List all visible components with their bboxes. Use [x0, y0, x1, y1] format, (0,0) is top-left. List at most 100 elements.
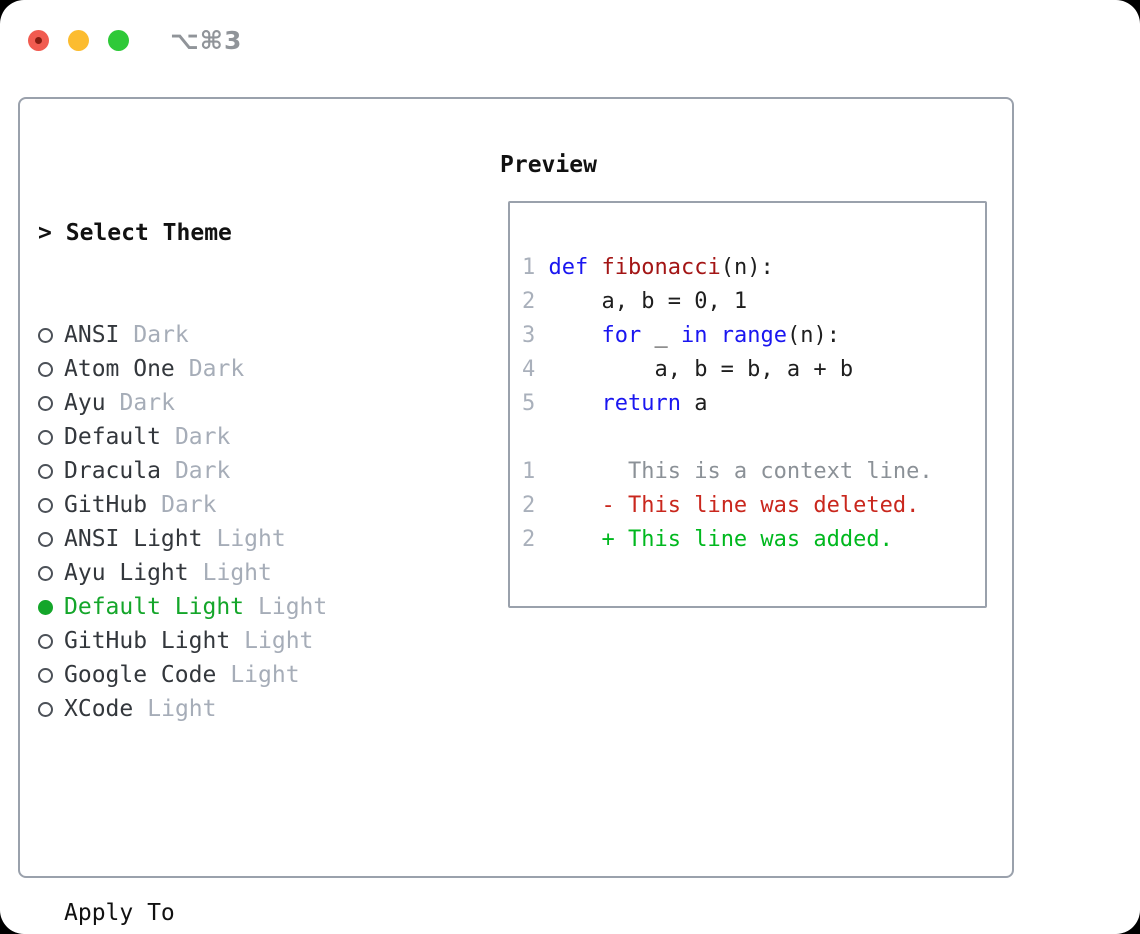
code-line: [522, 421, 933, 455]
theme-name: Ayu Light: [64, 560, 189, 586]
theme-name: Default Light: [64, 594, 245, 620]
theme-option-atom-one[interactable]: Atom One Dark: [38, 352, 426, 386]
radio-icon: [38, 701, 53, 717]
radio-icon: [38, 531, 53, 547]
theme-variant: Light: [244, 628, 314, 654]
theme-name: Dracula: [64, 458, 161, 484]
code-line: 1 This is a context line.: [522, 455, 933, 489]
minimize-button[interactable]: [68, 30, 89, 51]
code-token: + This line was added.: [601, 527, 893, 552]
code-token: [549, 323, 602, 348]
theme-option-xcode[interactable]: XCode Light: [38, 692, 426, 726]
theme-variant: Dark: [133, 322, 189, 348]
theme-option-default[interactable]: Default Dark: [38, 420, 426, 454]
radio-icon: [38, 327, 53, 343]
theme-name: ANSI: [64, 322, 120, 348]
code-token: (n):: [786, 323, 840, 348]
radio-icon: [38, 361, 53, 377]
select-theme-header: > Select Theme: [38, 216, 426, 250]
prompt-caret: >: [38, 220, 52, 246]
theme-variant: Dark: [174, 424, 231, 450]
theme-variant: Light: [202, 560, 272, 586]
line-number: 1: [522, 255, 536, 280]
theme-variant: Dark: [161, 492, 217, 518]
zoom-button[interactable]: [108, 30, 129, 51]
theme-name: XCode: [64, 696, 134, 722]
close-dot-icon: [35, 37, 42, 44]
code-token: - This line was deleted.: [601, 493, 920, 518]
preview-title: Preview: [500, 152, 597, 178]
theme-variant: Dark: [174, 458, 231, 484]
line-number: 2: [522, 493, 536, 518]
code-token: _: [641, 323, 681, 348]
code-token: range: [720, 323, 787, 348]
theme-option-ayu[interactable]: Ayu Dark: [38, 386, 426, 420]
close-button[interactable]: [28, 30, 49, 51]
radio-icon: [38, 599, 53, 615]
preview-box: [508, 201, 987, 608]
code-token: [549, 391, 602, 416]
code-token: a, b = b, a + b: [548, 357, 854, 382]
theme-option-default-light[interactable]: Default Light Light: [38, 590, 426, 624]
theme-variant: Dark: [119, 390, 175, 416]
radio-icon: [38, 395, 53, 411]
radio-icon: [38, 565, 53, 581]
radio-icon: [38, 497, 53, 513]
select-theme-title: Select Theme: [65, 220, 232, 246]
theme-name: Default: [64, 424, 161, 450]
radio-icon: [38, 429, 53, 445]
radio-icon: [38, 667, 53, 683]
theme-name: ANSI Light: [64, 526, 203, 552]
theme-option-ayu-light[interactable]: Ayu Light Light: [38, 556, 426, 590]
code-token: a, b = 0, 1: [548, 289, 748, 314]
code-line: 2 + This line was added.: [522, 523, 933, 557]
titlebar: ⌥⌘3: [28, 26, 242, 55]
theme-name: Atom One: [64, 356, 175, 382]
code-line: 3 for _ in range(n):: [522, 319, 933, 353]
code-line: 5 return a: [522, 387, 933, 421]
code-token: [549, 527, 602, 552]
code-line: 1 def fibonacci(n):: [522, 251, 933, 285]
theme-option-ansi[interactable]: ANSI Dark: [38, 318, 426, 352]
theme-option-ansi-light[interactable]: ANSI Light Light: [38, 522, 426, 556]
line-number: 1: [522, 459, 536, 484]
line-number: 4: [522, 357, 536, 382]
line-number: 3: [522, 323, 536, 348]
code-token: a: [680, 391, 708, 416]
line-number: 2: [522, 527, 536, 552]
theme-variant: Light: [258, 594, 328, 620]
apply-to-header: Apply To: [64, 900, 175, 926]
window-shortcut-label: ⌥⌘3: [170, 26, 243, 55]
code-token: [549, 493, 602, 518]
theme-option-dracula[interactable]: Dracula Dark: [38, 454, 426, 488]
theme-variant: Dark: [188, 356, 245, 382]
code-token: in: [680, 323, 708, 348]
theme-option-github[interactable]: GitHub Dark: [38, 488, 426, 522]
code-line: 2 - This line was deleted.: [522, 489, 933, 523]
line-number: 2: [522, 289, 536, 314]
radio-icon: [38, 463, 53, 479]
theme-variant: Light: [147, 696, 217, 722]
theme-name: Ayu: [64, 390, 106, 416]
theme-variant: Light: [216, 526, 286, 552]
code-line: 4 a, b = b, a + b: [522, 353, 933, 387]
line-number: 5: [522, 391, 536, 416]
spacer: [38, 794, 426, 828]
theme-name: Google Code: [64, 662, 217, 688]
code-line: 2 a, b = 0, 1: [522, 285, 933, 319]
code-token: for: [601, 323, 642, 348]
code-token: [707, 323, 720, 348]
code-token: return: [601, 391, 681, 416]
code-token: (n):: [720, 255, 774, 280]
code-token: def: [548, 255, 589, 280]
code-token: This is a context line.: [548, 459, 933, 484]
theme-name: GitHub: [64, 492, 148, 518]
code-token: [588, 255, 601, 280]
radio-icon: [38, 633, 53, 649]
